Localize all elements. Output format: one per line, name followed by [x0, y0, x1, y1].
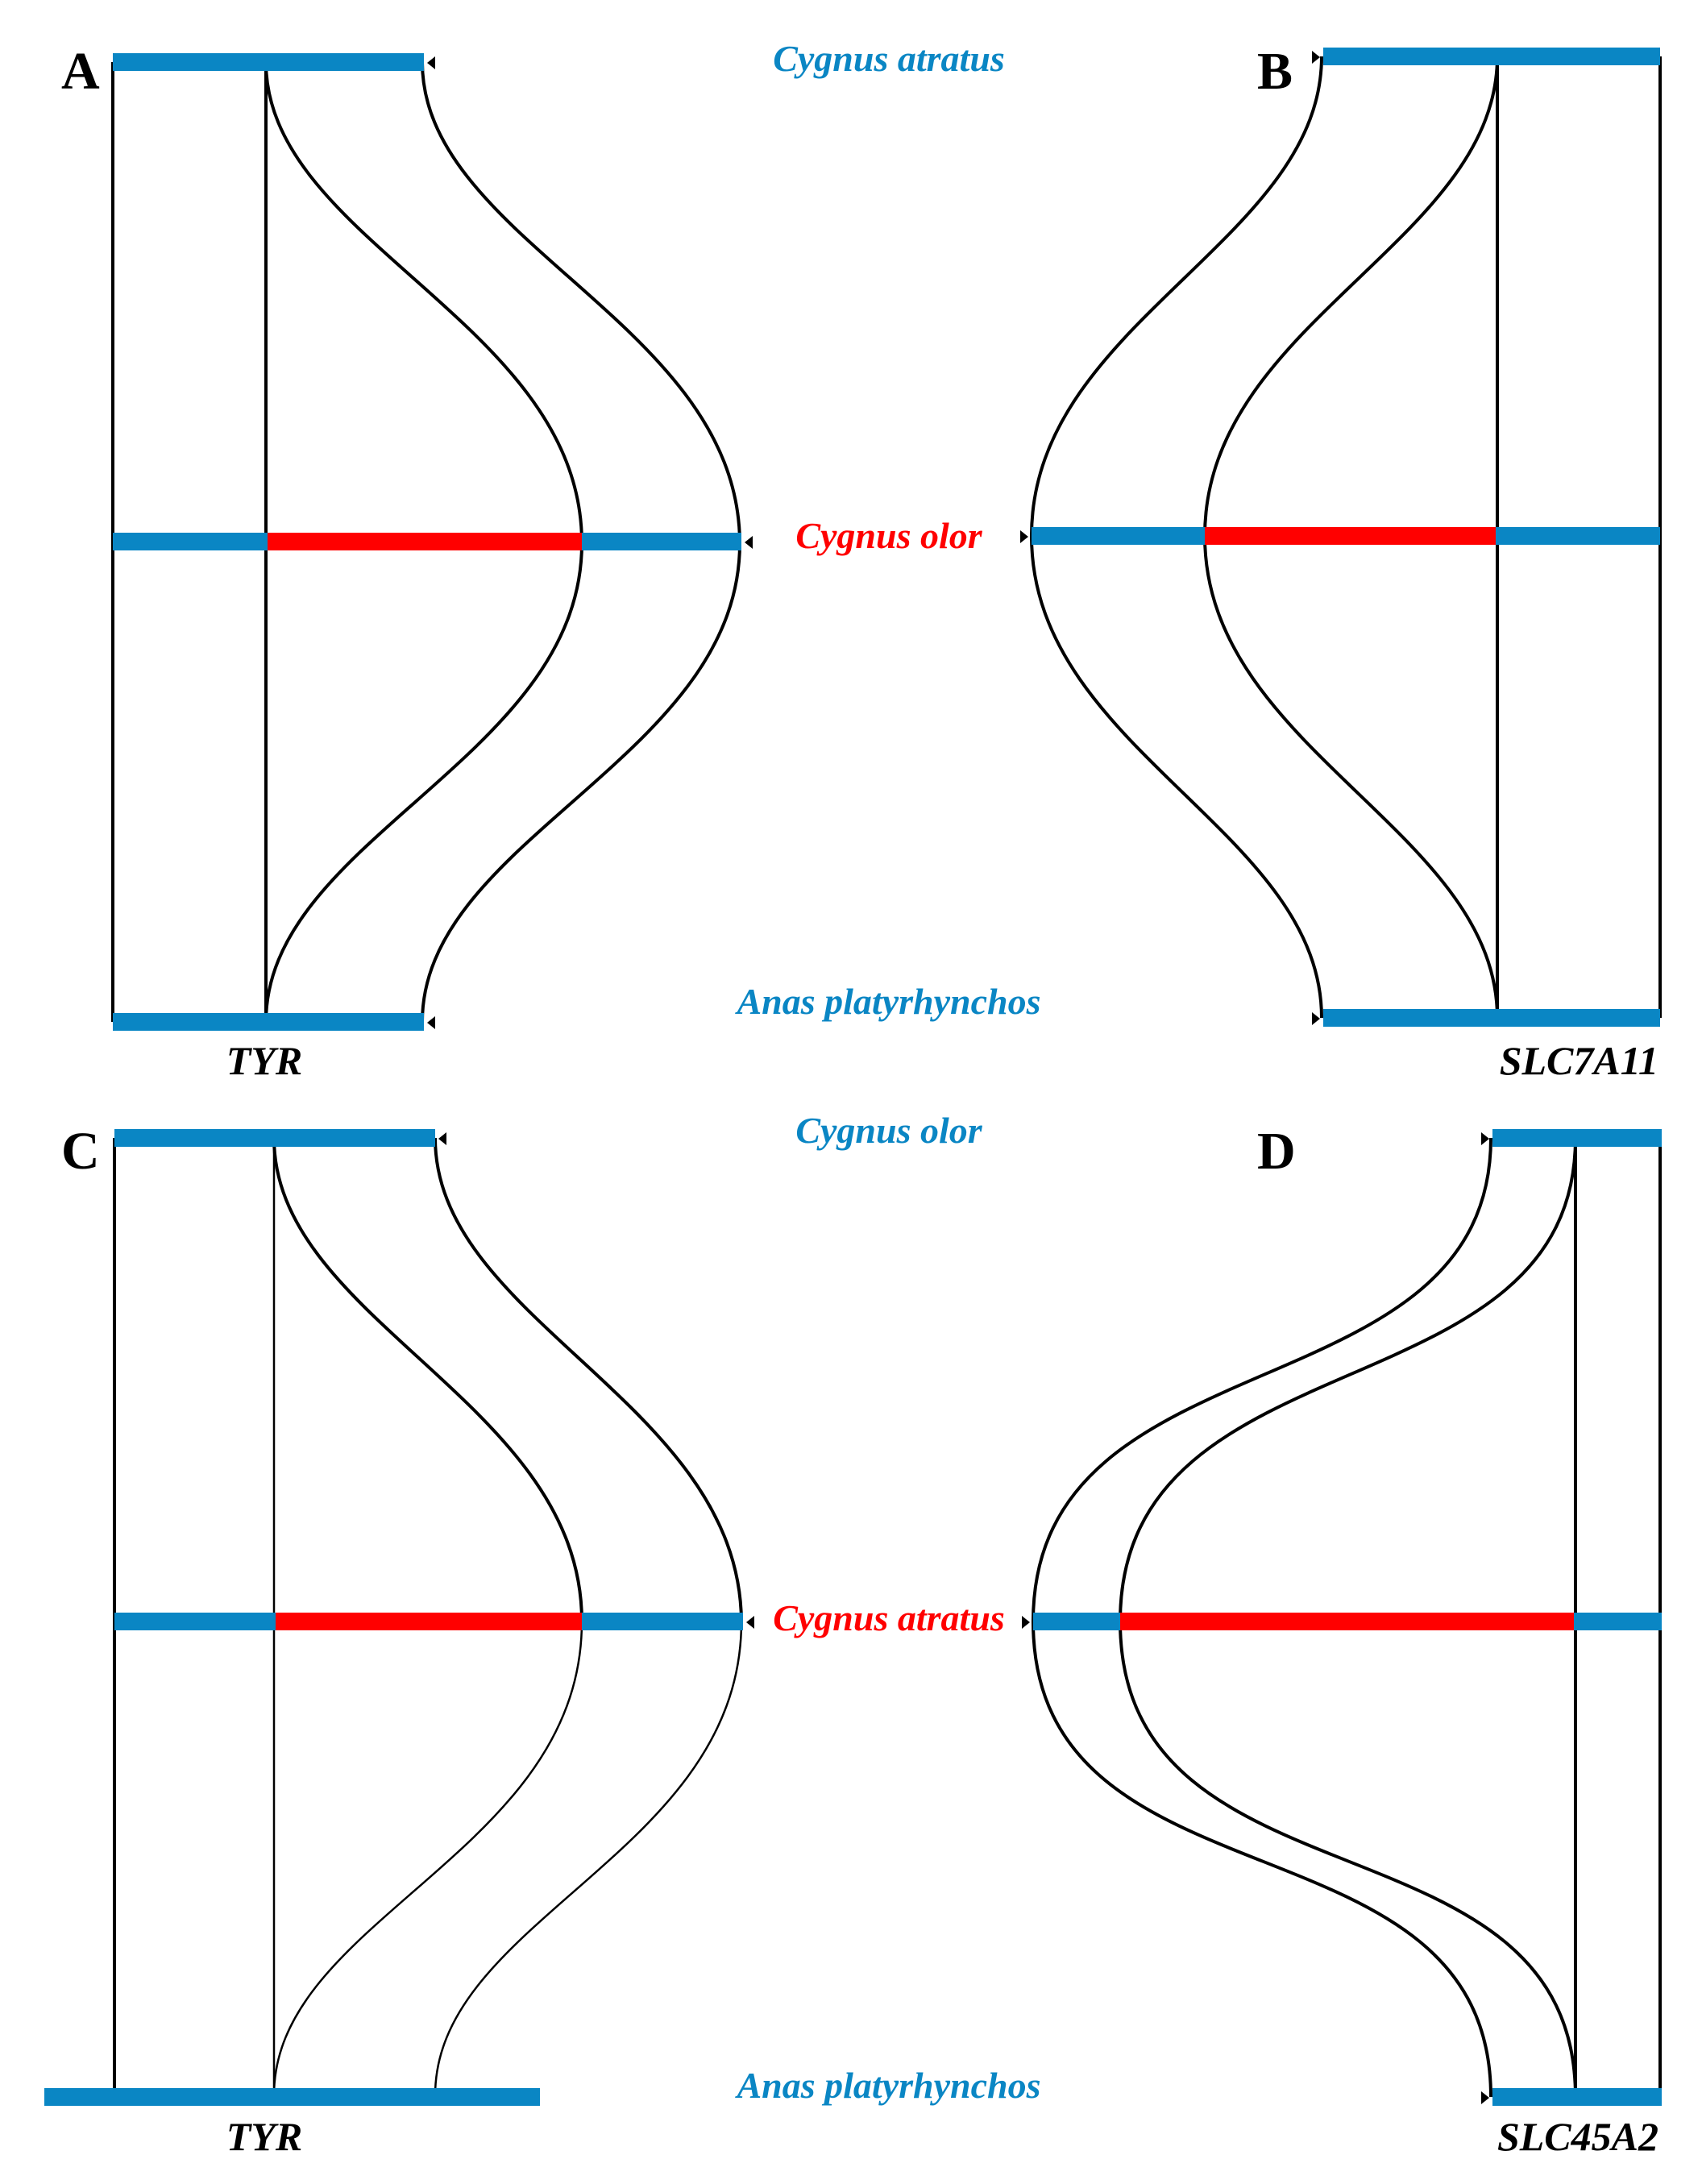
panel-c-link-curve-inner [272, 1137, 583, 1622]
species-label-bottom-ab: Anas platyrhynchos [734, 981, 1040, 1022]
panel-c: C TYR [44, 1122, 754, 2159]
panel-b-middle-marker [1020, 530, 1028, 543]
panel-b-top-marker [1312, 51, 1320, 64]
species-label-top-ab: Cygnus atratus [773, 38, 1005, 79]
panel-c-link-curve-outer-lower [434, 1621, 743, 2096]
panel-c-top-marker [438, 1132, 446, 1145]
panel-a-gene-label: TYR [226, 1038, 302, 1083]
panel-d-gene-label: SLC45A2 [1497, 2114, 1658, 2159]
panel-d-middle-marker [1022, 1616, 1030, 1629]
panel-b-gene-label: SLC7A11 [1500, 1038, 1658, 1083]
panel-b-bottom-marker [1312, 1012, 1320, 1025]
panel-a-top-marker [427, 56, 435, 69]
panel-a: A TYR [61, 42, 753, 1083]
panel-a-letter: A [61, 42, 100, 101]
panel-b-letter: B [1257, 42, 1293, 101]
panel-d: D SLC45A2 [1022, 1122, 1662, 2159]
species-label-middle-cd: Cygnus atratus [773, 1597, 1005, 1638]
panel-d-bottom-marker [1481, 2091, 1489, 2104]
panel-a-bottom-marker [427, 1016, 435, 1029]
panel-c-link-curve-inner-lower [272, 1621, 583, 2096]
panel-c-gene-label: TYR [226, 2114, 302, 2159]
panel-d-letter: D [1257, 1122, 1296, 1181]
species-label-middle-ab: Cygnus olor [795, 515, 982, 556]
panel-a-middle-marker [745, 536, 753, 549]
panel-d-top-marker [1481, 1132, 1489, 1145]
panel-c-link-curve-outer [434, 1137, 743, 1622]
panel-c-middle-marker [746, 1616, 754, 1629]
panel-b: B SLC7A11 [1020, 42, 1662, 1083]
panel-c-letter: C [61, 1122, 100, 1181]
species-label-top-cd: Cygnus olor [795, 1110, 982, 1151]
species-label-bottom-cd: Anas platyrhynchos [734, 2065, 1040, 2106]
